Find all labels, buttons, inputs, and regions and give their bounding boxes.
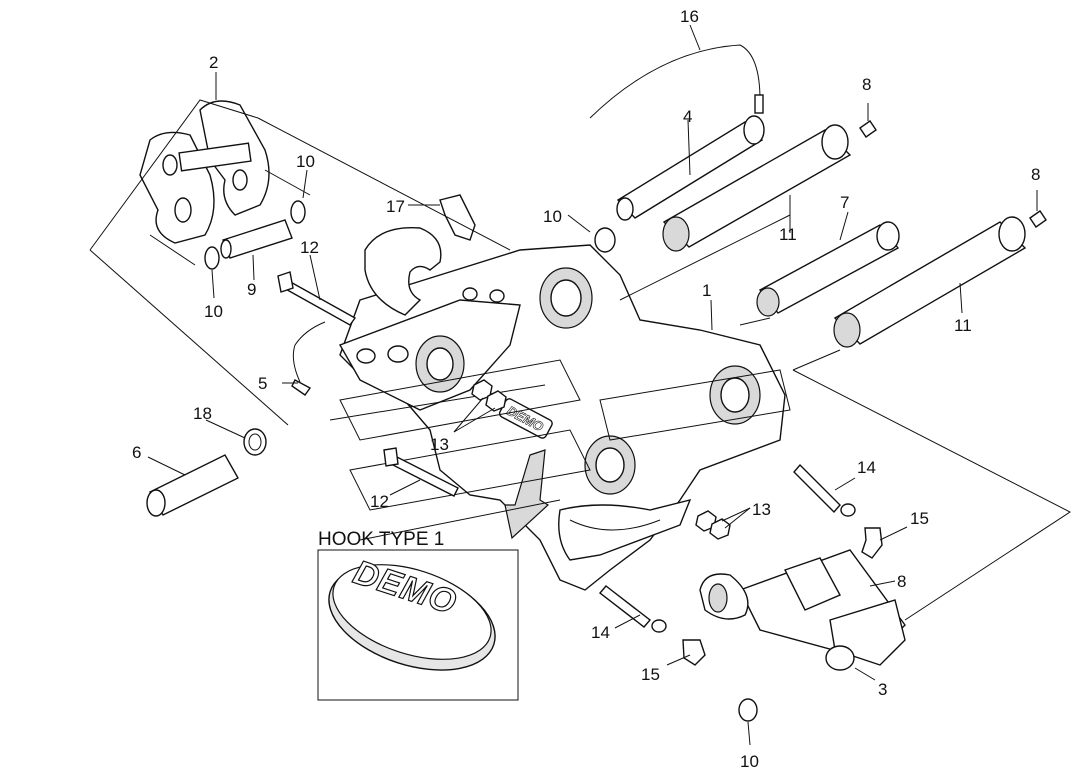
inset-title: HOOK TYPE 1 xyxy=(318,529,444,550)
elbow-part-15-lower xyxy=(682,639,706,666)
callout-12-upper: 12 xyxy=(300,238,319,257)
cylinder-part-3 xyxy=(699,549,906,671)
grease-fitting-part-8-top xyxy=(859,103,877,138)
callout-12-lower: 12 xyxy=(370,492,389,511)
callout-1: 1 xyxy=(702,281,711,300)
callout-3: 3 xyxy=(878,680,887,699)
hose-fitting-part-14-upper xyxy=(793,463,856,517)
sleeve-part-11-upper xyxy=(662,124,852,252)
callout-10-mid: 10 xyxy=(543,207,562,226)
callout-11-lower: 11 xyxy=(954,316,972,335)
clip-part-5 xyxy=(292,321,326,383)
nuts-part-13-upper xyxy=(471,379,507,412)
leader-lines xyxy=(147,24,963,746)
callout-10-left: 10 xyxy=(204,302,223,321)
main-frame-part-1: DEMO xyxy=(338,226,786,591)
callout-9: 9 xyxy=(247,280,256,299)
callout-8-right: 8 xyxy=(1031,165,1040,184)
callout-14-lower: 14 xyxy=(591,623,610,642)
callout-labels: 2 16 4 8 8 10 17 10 7 11 12 9 10 1 11 5 … xyxy=(132,7,1040,771)
callout-6: 6 xyxy=(132,443,141,462)
nuts-part-13-lower xyxy=(695,510,731,540)
callout-15-lower: 15 xyxy=(641,665,660,684)
callout-13-right: 13 xyxy=(752,500,771,519)
callout-8-lower: 8 xyxy=(897,572,906,591)
pin-part-9 xyxy=(220,219,293,259)
elbow-part-15-upper xyxy=(861,527,883,559)
hose-part-16 xyxy=(589,44,761,119)
phantom-outline xyxy=(329,359,791,541)
ring-part-10-bottom xyxy=(738,698,758,722)
ring-part-10-lower xyxy=(204,246,220,270)
callout-7: 7 xyxy=(840,193,849,212)
callout-5: 5 xyxy=(258,374,267,393)
grease-fitting-part-8-right xyxy=(1029,190,1047,228)
sleeve-part-11-lower xyxy=(833,216,1027,348)
bolt-part-12-upper xyxy=(277,271,357,326)
bolt-part-12-lower xyxy=(383,447,459,497)
callout-13-left: 13 xyxy=(430,435,449,454)
hook-bracket-part-2 xyxy=(139,100,270,244)
ring-part-10-upper xyxy=(290,200,306,224)
callout-14-upper: 14 xyxy=(857,458,876,477)
ring-part-18 xyxy=(243,428,267,456)
callout-18: 18 xyxy=(193,404,212,423)
callout-16: 16 xyxy=(680,7,699,26)
callout-2: 2 xyxy=(209,53,218,72)
hook-type-inset: HOOK TYPE 1 DEMO xyxy=(317,529,519,701)
inset-frame xyxy=(317,549,519,701)
callout-10-top-left: 10 xyxy=(296,152,315,171)
callout-4: 4 xyxy=(683,107,692,126)
callout-11-upper: 11 xyxy=(779,225,797,244)
callout-17: 17 xyxy=(386,197,405,216)
ring-part-10-mid xyxy=(594,227,616,253)
callout-8-top: 8 xyxy=(862,75,871,94)
callout-15-upper: 15 xyxy=(910,509,929,528)
sleeve-part-7 xyxy=(756,221,900,317)
callout-10-bottom: 10 xyxy=(740,752,759,771)
assembly-lines xyxy=(89,99,1071,621)
bracket-part-17 xyxy=(439,194,476,241)
pin-part-6 xyxy=(146,454,239,517)
